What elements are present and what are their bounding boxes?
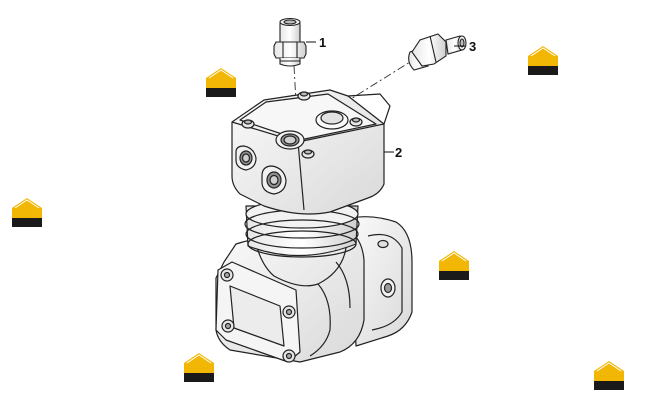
part-2-compressor[interactable] xyxy=(215,89,413,363)
part-1-union-fitting[interactable] xyxy=(273,17,307,67)
flange-bolts xyxy=(220,268,296,363)
part-3-hose-fitting[interactable] xyxy=(408,33,467,71)
watermark-logo xyxy=(591,359,627,391)
logo-house-icon xyxy=(594,361,624,390)
watermark-logo xyxy=(9,196,45,228)
logo-house-icon xyxy=(206,68,236,97)
head-bolts xyxy=(241,91,363,159)
logo-house-icon xyxy=(184,353,214,382)
watermark-logo xyxy=(436,249,472,281)
callout-1: 1 xyxy=(319,35,326,50)
logo-house-icon xyxy=(12,198,42,227)
logo-house-icon xyxy=(439,251,469,280)
watermark-logo xyxy=(181,351,217,383)
callout-3: 3 xyxy=(469,39,476,54)
callout-2: 2 xyxy=(395,145,402,160)
head-side-ports xyxy=(235,145,287,195)
watermark-logo xyxy=(203,66,239,98)
logo-house-icon xyxy=(528,46,558,75)
watermark-logo xyxy=(525,44,561,76)
callout-leaders xyxy=(306,41,466,153)
